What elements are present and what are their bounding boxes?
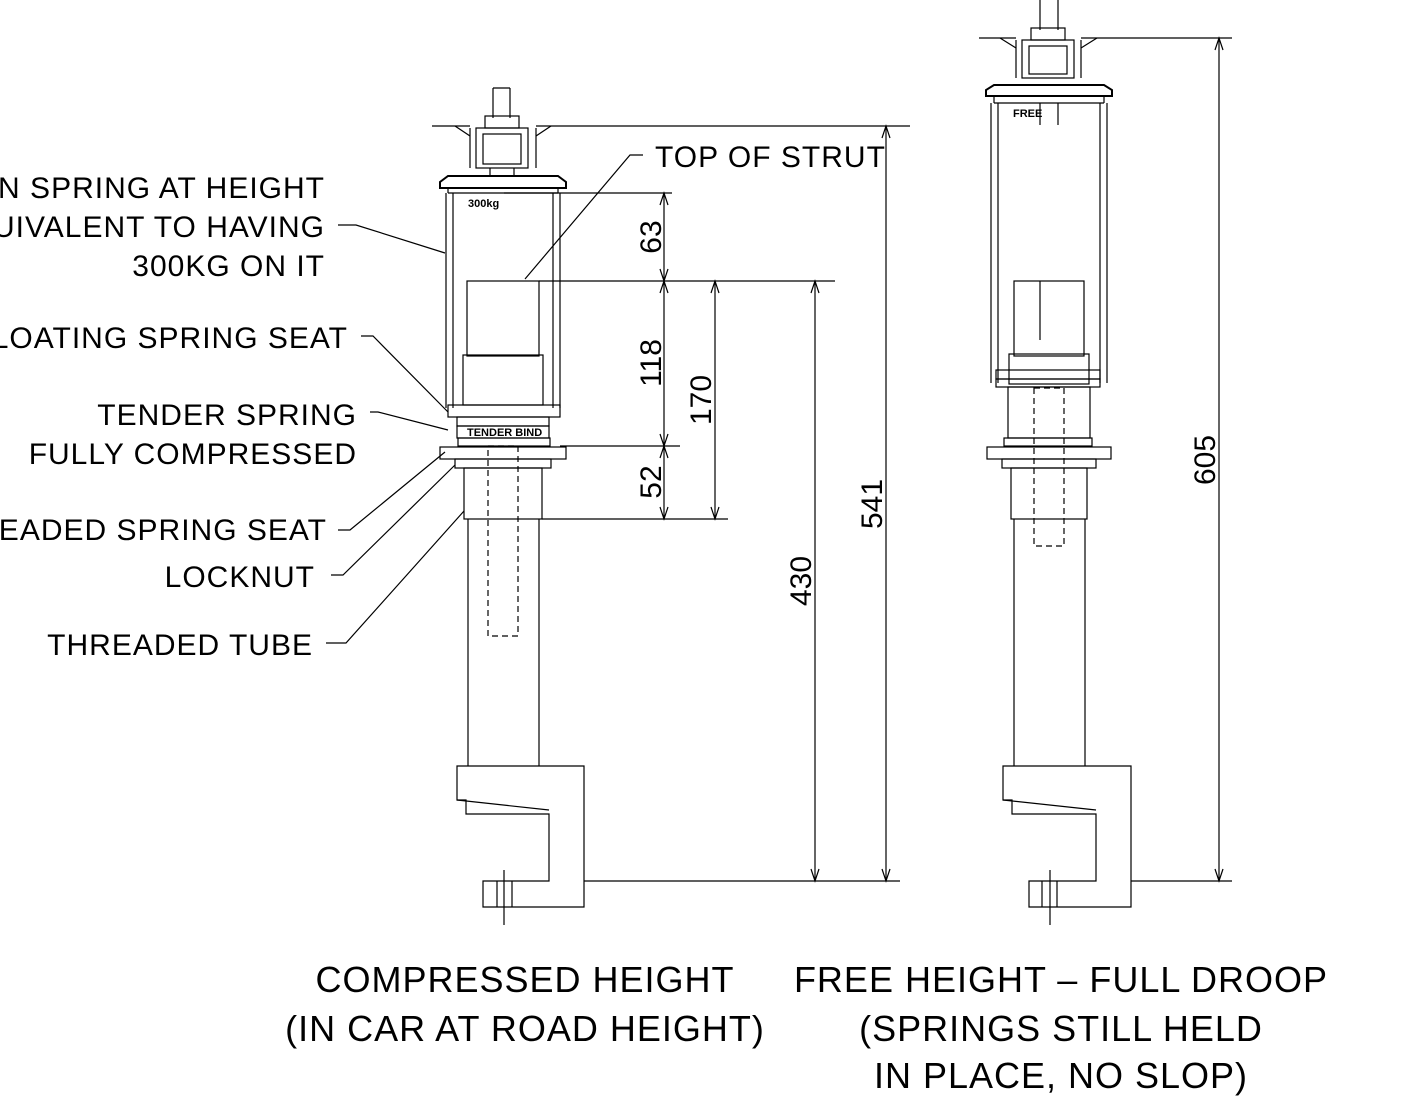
label-threaded-seat: THREADED SPRING SEAT [0,514,327,547]
label-main-spring-2: EQUIVALENT TO HAVING [0,211,325,244]
label-tender-2: FULLY COMPRESSED [29,438,357,471]
dim-52: 52 [635,465,668,498]
label-threaded-tube: THREADED TUBE [47,629,313,662]
label-main-spring-3: 300KG ON IT [132,250,325,283]
label-floating-seat: FLOATING SPRING SEAT [0,322,348,355]
caption-right-2: (SPRINGS STILL HELD [859,1008,1263,1049]
label-main-spring-1: MAIN SPRING AT HEIGHT [0,172,325,205]
label-locknut: LOCKNUT [165,561,315,594]
caption-left-2: (IN CAR AT ROAD HEIGHT) [285,1008,765,1049]
compressed-strut: 300kg TENDER BIND [432,87,585,925]
weight-marking: 300kg [468,198,499,210]
tender-marking: TENDER BIND [467,427,542,439]
free-strut: FREE [979,0,1132,925]
label-top-of-strut: TOP OF STRUT [655,141,886,174]
caption-right-1: FREE HEIGHT – FULL DROOP [794,959,1328,1000]
dim-430: 430 [785,556,818,606]
dim-170: 170 [685,375,718,425]
dim-605: 605 [1189,435,1222,485]
free-marking: FREE [1013,108,1042,120]
leader-lines [326,154,643,644]
dim-63: 63 [635,220,668,253]
dim-541: 541 [856,479,889,529]
label-tender-1: TENDER SPRING [97,399,357,432]
caption-left-1: COMPRESSED HEIGHT [315,959,734,1000]
caption-right-3: IN PLACE, NO SLOP) [874,1055,1248,1096]
dimension-lines-right [1118,36,1232,883]
dimension-lines-left [504,124,910,883]
dim-118: 118 [635,339,668,387]
